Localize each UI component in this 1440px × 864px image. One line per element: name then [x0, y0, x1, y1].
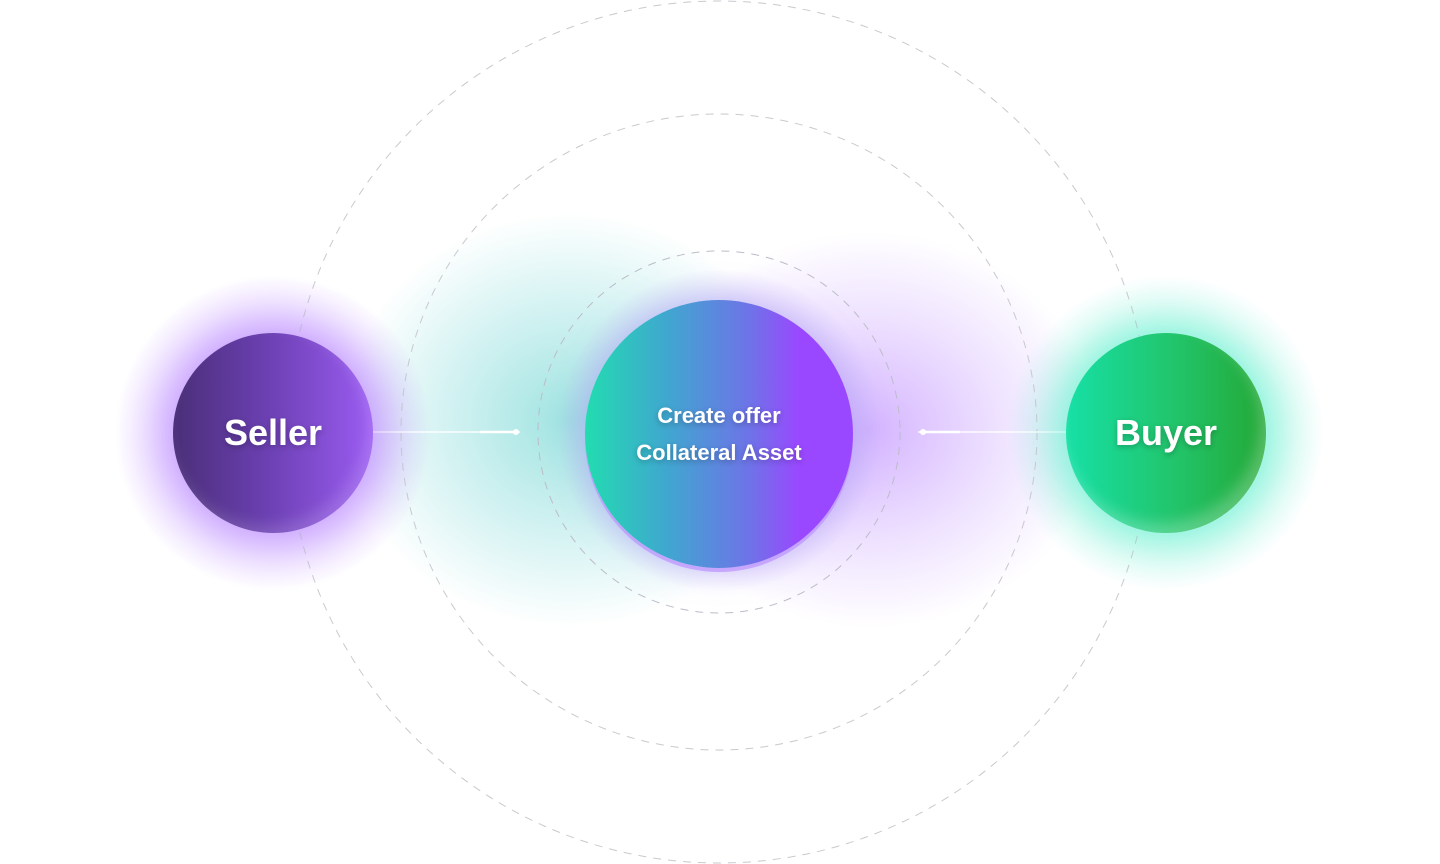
buyer-node: Buyer: [1066, 333, 1266, 533]
create-offer-node: Create offer Collateral Asset: [585, 300, 853, 568]
collateral-asset-label: Collateral Asset: [636, 440, 802, 465]
inner-orbit-ring: [537, 250, 901, 614]
create-offer-label: Create offer: [657, 403, 781, 428]
buyer-label: Buyer: [1114, 412, 1218, 453]
buyer-connector-dot: [920, 429, 926, 435]
seller-label: Seller: [223, 412, 323, 453]
seller-connector-dot: [513, 429, 519, 435]
seller-node: Seller: [173, 333, 373, 533]
